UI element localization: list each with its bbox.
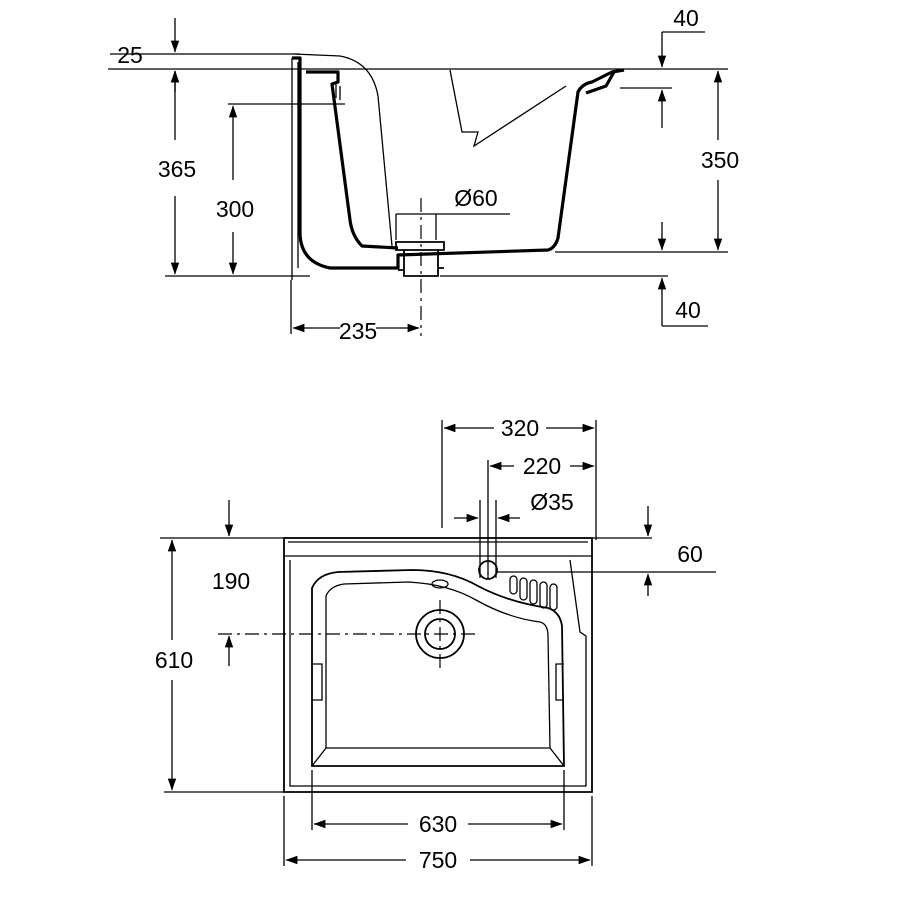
plan-extension-lines [160, 420, 716, 866]
dim-overall-depth: 610 [155, 647, 193, 673]
section-view: 25 365 300 Ø60 235 40 350 40 [108, 5, 739, 344]
dim-tap-offset-inner: 220 [523, 453, 561, 479]
plan-rim-lines [284, 541, 592, 787]
plan-outer-body [283, 537, 593, 793]
dim-overall-height: 365 [158, 156, 196, 182]
plan-bowl-inner [311, 581, 565, 767]
dim-top-step: 40 [673, 5, 699, 31]
dim-rim-thickness: 25 [117, 42, 143, 68]
dim-tap-ledge: 60 [677, 541, 703, 567]
basin-section-outline [292, 56, 625, 270]
dim-overall-width: 750 [419, 847, 457, 873]
dim-bowl-width: 630 [419, 811, 457, 837]
dim-tap-hole-diameter: Ø35 [530, 489, 573, 515]
overflow-hole [431, 579, 449, 589]
plan-bowl-outline [311, 569, 565, 767]
dim-basin-depth: 350 [701, 147, 739, 173]
dim-outlet-from-back: 190 [212, 568, 250, 594]
side-grips [312, 663, 564, 701]
dim-tap-offset-outer: 320 [501, 415, 539, 441]
drain-fitting [395, 241, 445, 277]
overflow-slots [509, 575, 558, 611]
dim-inner-height: 300 [216, 196, 254, 222]
dim-outlet-offset: 235 [339, 318, 377, 344]
section-extension-lines [108, 53, 728, 334]
plan-view: 320 220 Ø35 60 190 610 630 750 [155, 415, 716, 873]
dim-outlet-diameter: Ø60 [454, 185, 497, 211]
dim-bottom-step: 40 [675, 297, 701, 323]
